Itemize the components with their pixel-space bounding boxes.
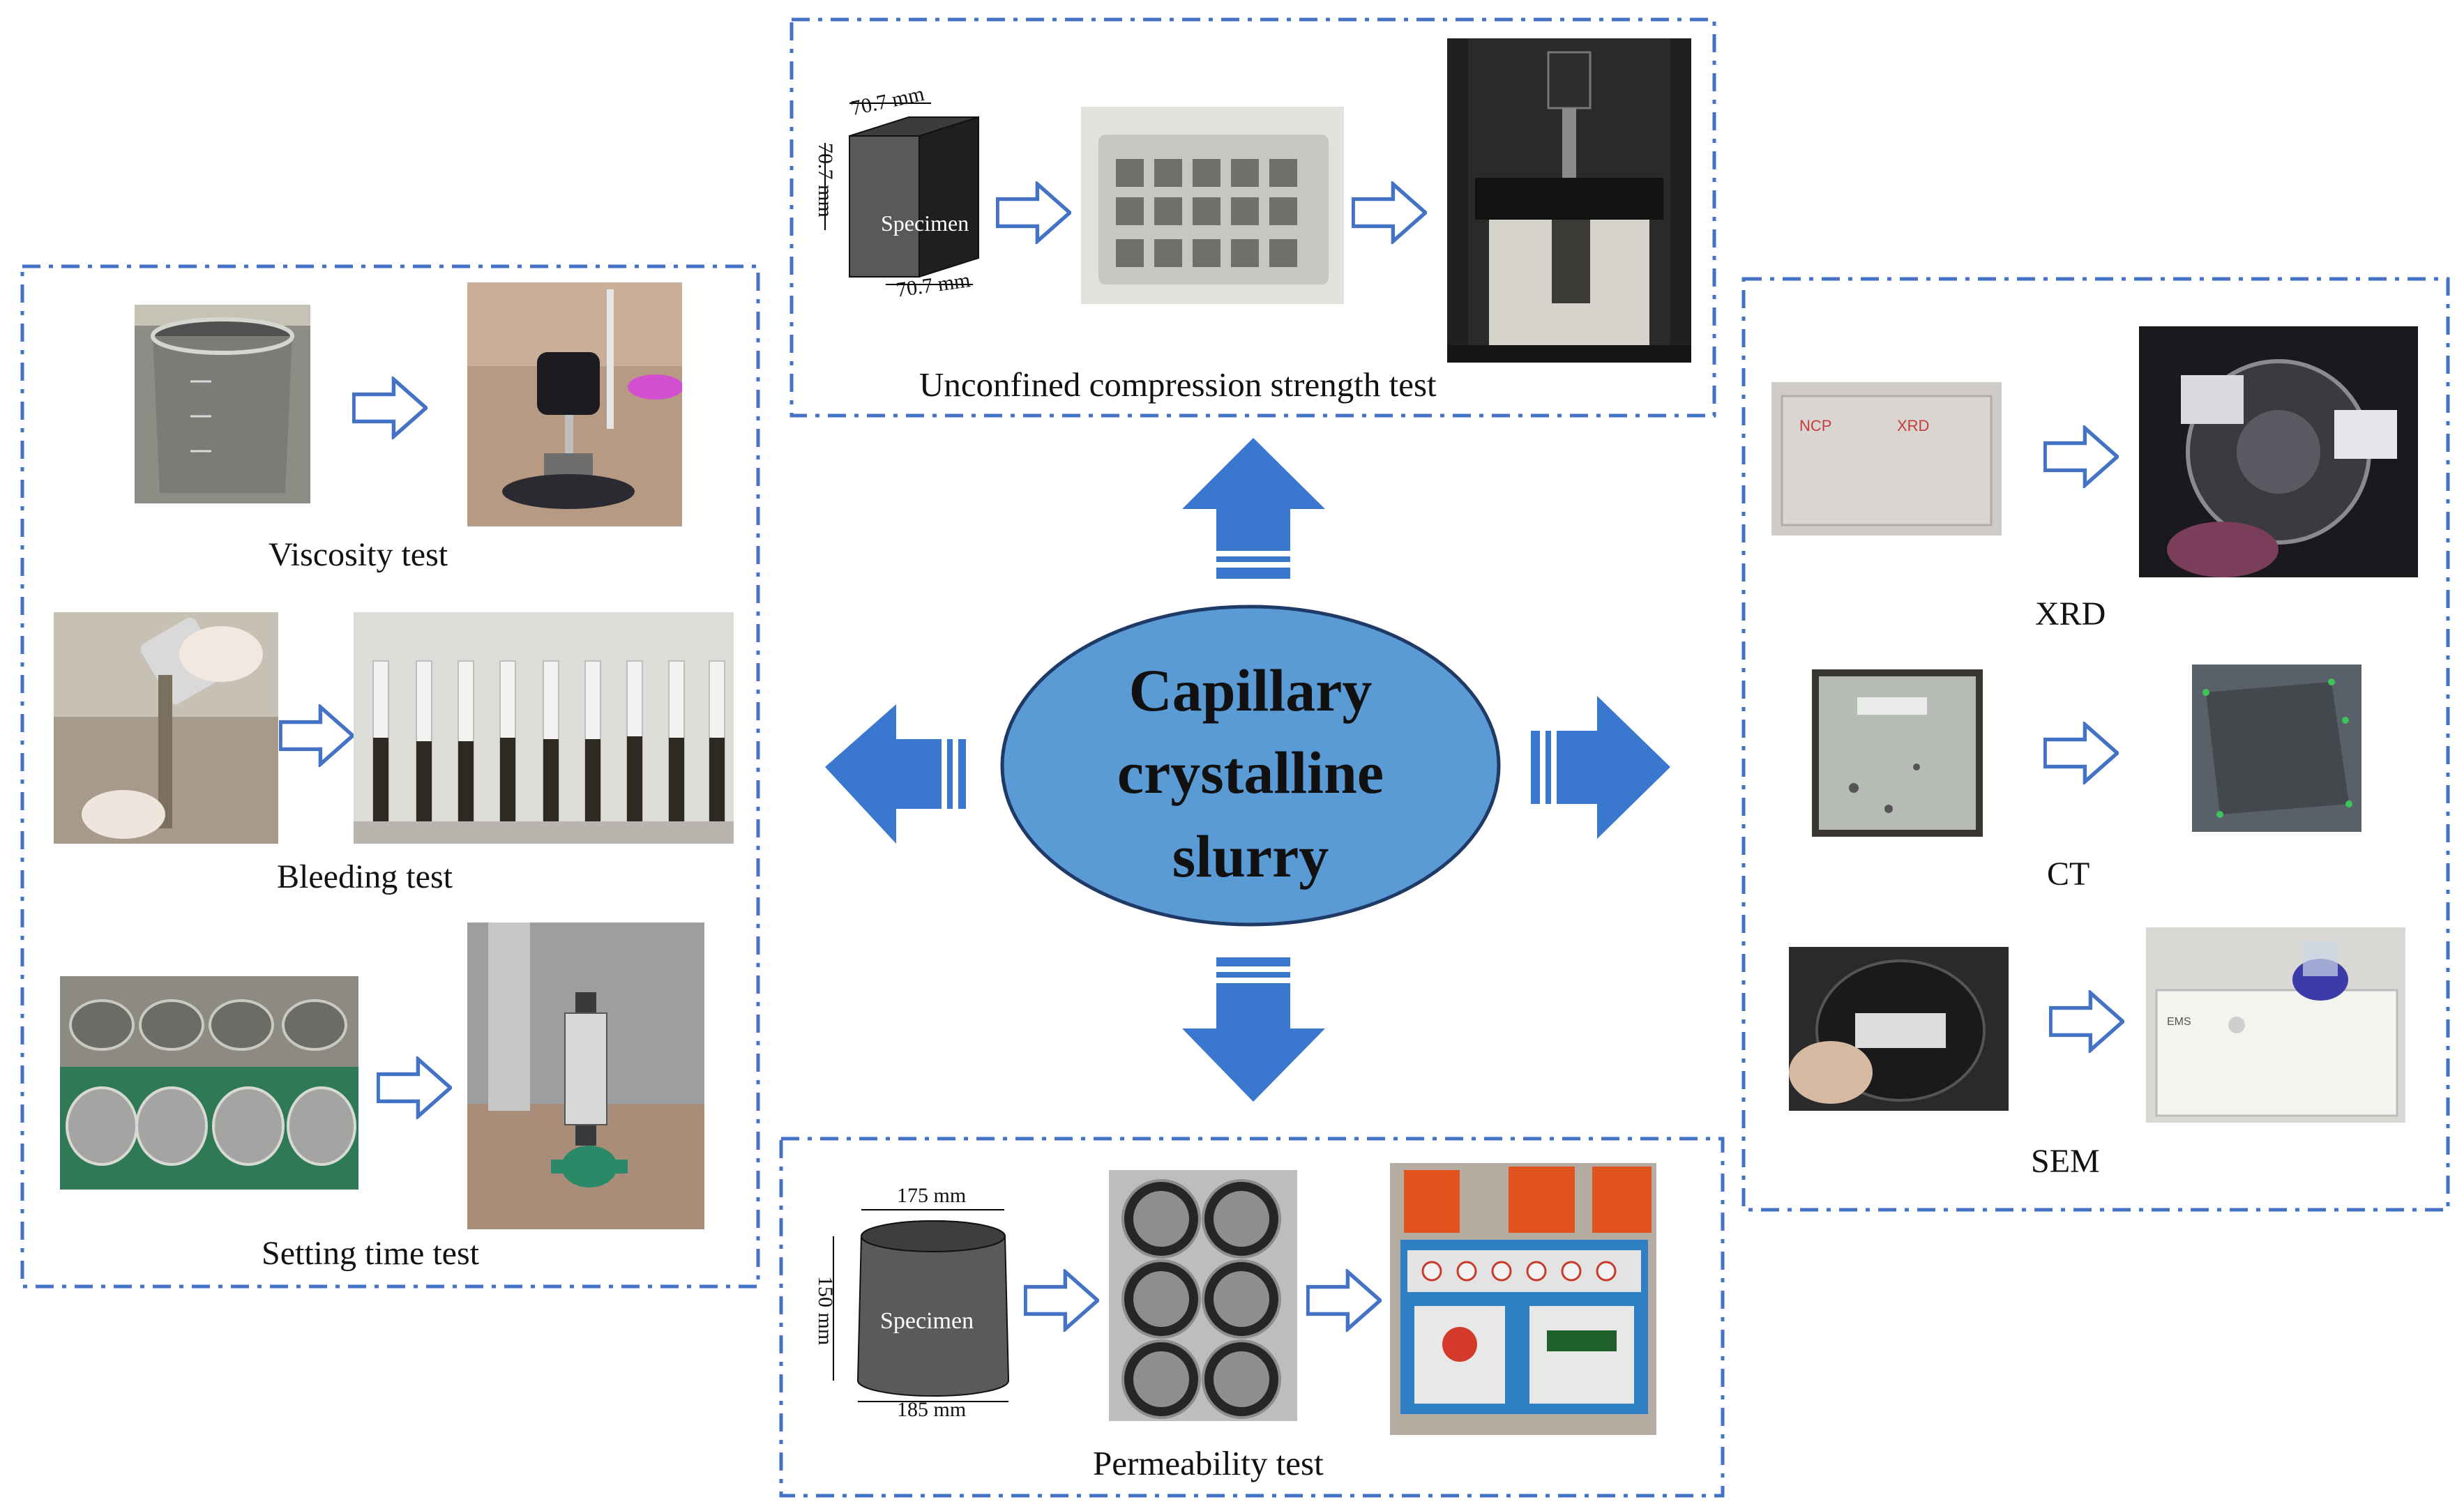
xrd-label: XRD xyxy=(2035,595,2106,632)
setting-cups-photo xyxy=(60,976,358,1190)
ct-scan-photo xyxy=(2192,665,2361,832)
compression-test-label: Unconfined compression strength test xyxy=(919,365,1437,404)
vicat-apparatus-photo xyxy=(467,922,704,1229)
top-panel-border xyxy=(789,17,1716,418)
ct-label: CT xyxy=(2047,856,2090,893)
right-panel-border xyxy=(1741,277,2450,1212)
left-panel-border xyxy=(20,264,760,1289)
setting-time-test-label: Setting time test xyxy=(262,1235,479,1272)
center-title-line2: crystalline xyxy=(1117,739,1384,806)
cylinders-photo xyxy=(354,612,734,844)
svg-text:EMS: EMS xyxy=(2167,1016,2191,1028)
viscometer-photo xyxy=(467,282,682,526)
sem-label: SEM xyxy=(2031,1143,2100,1180)
up-arrow-icon xyxy=(1182,438,1325,579)
cube-specimen-label: Specimen xyxy=(881,211,969,236)
svg-text:NCP: NCP xyxy=(1799,417,1831,434)
cylinder-bottom-dimension: 185 mm xyxy=(897,1398,967,1421)
left-arrow-icon xyxy=(825,704,966,844)
ct-cube-photo xyxy=(1812,669,1983,837)
cylinder-side-dimension: 150 mm xyxy=(814,1276,837,1346)
compression-machine-photo xyxy=(1447,38,1691,363)
viscosity-test-label: Viscosity test xyxy=(269,536,448,573)
permeability-apparatus-photo xyxy=(1390,1163,1656,1435)
down-arrow-icon xyxy=(1182,957,1325,1102)
cube-tray-photo xyxy=(1081,107,1344,304)
bottom-panel-border xyxy=(779,1137,1725,1498)
xrd-instrument-photo xyxy=(2139,326,2418,577)
cylinder-specimen-label: Specimen xyxy=(880,1308,974,1334)
pouring-photo xyxy=(54,612,278,844)
beaker-photo xyxy=(135,305,310,503)
center-title-line1: Capillary xyxy=(1128,657,1373,724)
cylinder-top-dimension: 175 mm xyxy=(897,1184,967,1207)
sem-instrument-photo: EMS xyxy=(2146,927,2405,1123)
center-title-line3: slurry xyxy=(1172,823,1329,890)
sem-sample-photo xyxy=(1789,947,2009,1111)
permeability-molds-photo xyxy=(1109,1170,1297,1421)
right-arrow-icon xyxy=(1531,696,1670,839)
sample-bag-photo: NCP XRD xyxy=(1771,382,2002,536)
permeability-test-label: Permeability test xyxy=(1093,1444,1324,1482)
svg-text:XRD: XRD xyxy=(1897,417,1929,434)
bleeding-test-label: Bleeding test xyxy=(277,858,453,895)
